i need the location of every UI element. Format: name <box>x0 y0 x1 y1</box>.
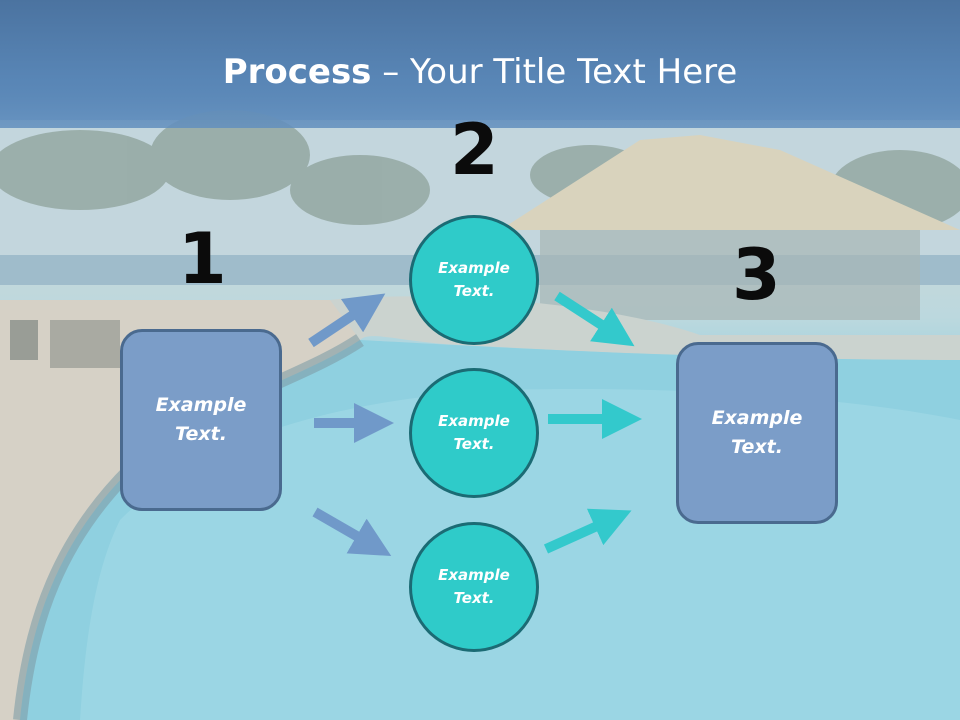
title-bold: Process <box>222 52 372 92</box>
arrow-top-to-right <box>554 291 635 347</box>
circle-bottom: Example Text. <box>409 522 539 652</box>
arrow-left-to-bottom <box>312 507 392 556</box>
title-rest: – Your Title Text Here <box>371 52 738 92</box>
circle-bottom-text: Example Text. <box>438 566 510 607</box>
step-number-3: 3 <box>732 234 781 316</box>
circle-middle-text: Example Text. <box>438 412 510 453</box>
title-band <box>0 0 960 128</box>
slide-title: Process – Your Title Text Here <box>0 52 960 92</box>
step-number-2: 2 <box>450 109 499 191</box>
right-box-text: Example Text. <box>711 407 803 458</box>
step-number-1: 1 <box>178 218 227 300</box>
circle-top: Example Text. <box>409 215 539 345</box>
circle-middle: Example Text. <box>409 368 539 498</box>
left-text-box: Example Text. <box>120 329 282 511</box>
arrow-left-to-top <box>308 293 386 348</box>
circle-top-text: Example Text. <box>438 259 510 300</box>
left-box-text: Example Text. <box>155 394 247 445</box>
arrow-bottom-to-right <box>543 508 632 554</box>
right-text-box: Example Text. <box>676 342 838 524</box>
